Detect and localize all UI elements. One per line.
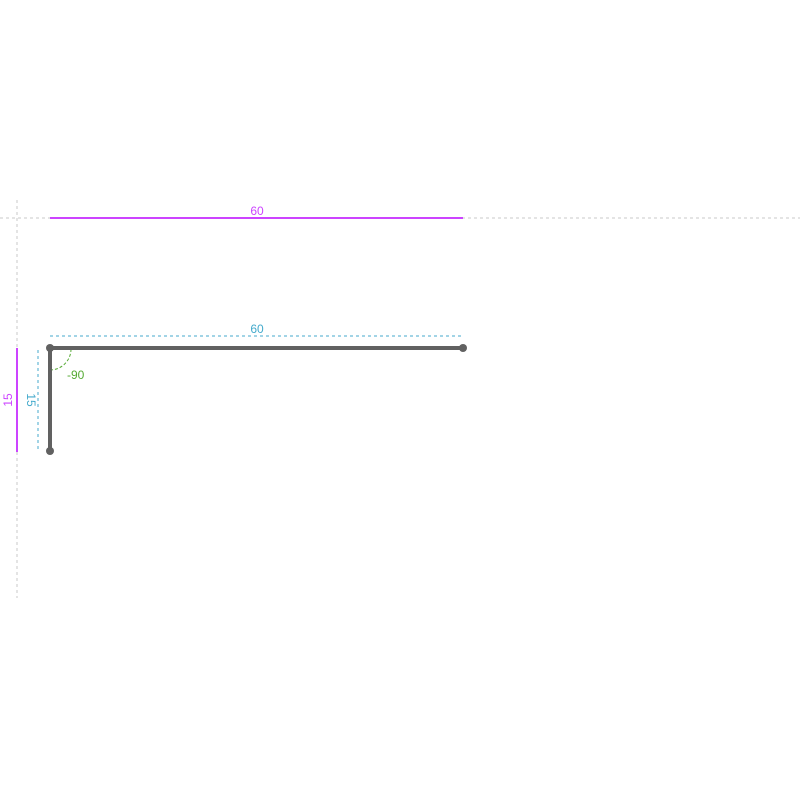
segment-height-label: 15	[24, 393, 38, 407]
corner-joint-node[interactable]	[46, 344, 54, 352]
segment-width-label: 60	[250, 322, 264, 336]
end-joint-node-bottom[interactable]	[46, 447, 54, 455]
overall-width-label: 60	[250, 204, 264, 218]
overall-height-label: 15	[1, 393, 15, 407]
angle-label: -90	[67, 368, 85, 382]
angle-arc	[49, 348, 72, 371]
end-joint-node-right[interactable]	[459, 344, 467, 352]
